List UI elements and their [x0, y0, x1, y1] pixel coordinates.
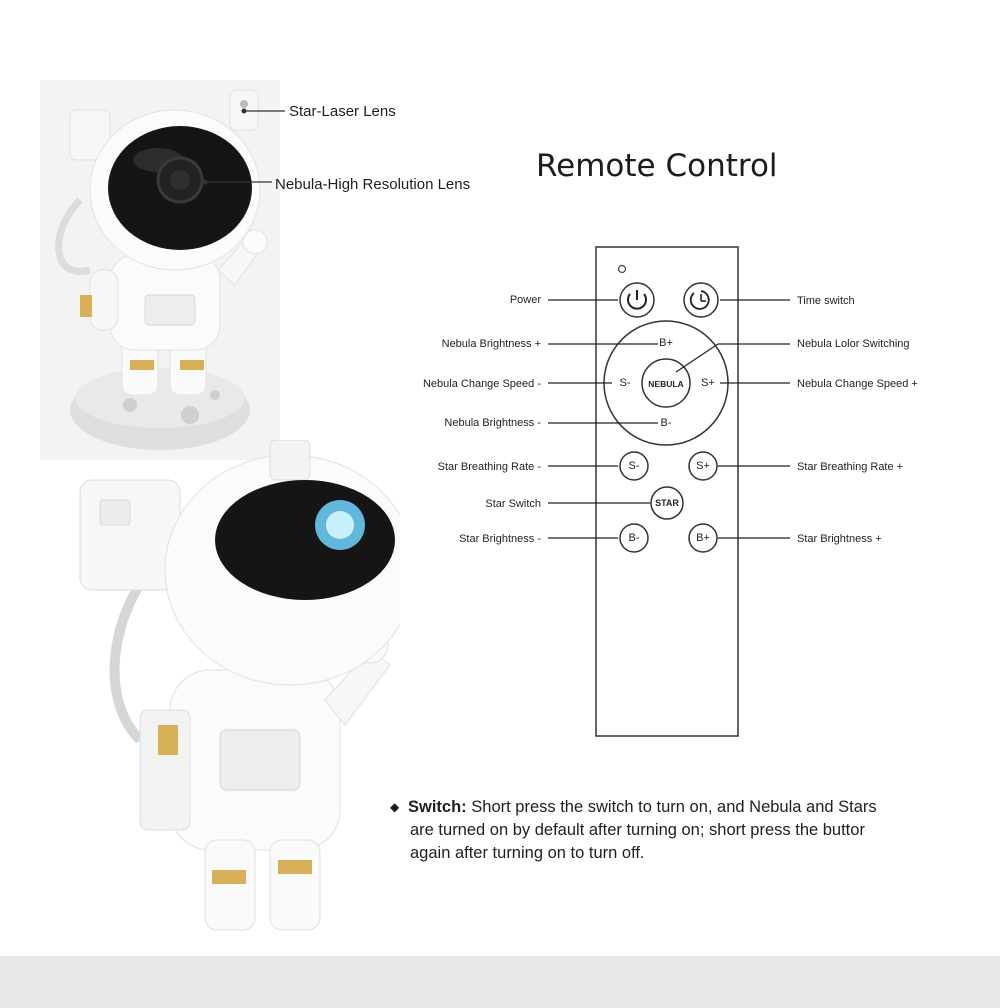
star-switch-button[interactable]: STAR [650, 486, 684, 520]
page-title: Remote Control [536, 148, 778, 184]
nebula-lens-label: Nebula-High Resolution Lens [275, 176, 471, 193]
nebula-button[interactable]: NEBULA [641, 358, 691, 408]
star-breathing-minus-button[interactable]: S- [619, 451, 649, 481]
note-line-2: are turned on by default after turning o… [410, 821, 865, 839]
nebula-color-switching-label: Nebula Lolor Switching [797, 338, 910, 350]
diamond-bullet-icon: ◆ [390, 800, 400, 814]
time-switch-button[interactable] [683, 282, 719, 318]
leader-lines [548, 299, 790, 539]
astronaut-projector-image-top [40, 80, 280, 460]
time-switch-label: Time switch [797, 295, 855, 307]
star-breathing-plus-button[interactable]: S+ [688, 451, 718, 481]
star-breathing-plus-label: S+ [696, 460, 710, 472]
remote-control-diagram: NEBULA B+ B- S- S+ S- S+ STAR B- B+ [423, 246, 918, 737]
star-button-label: STAR [655, 498, 679, 508]
nebula-speed-plus-button[interactable]: S+ [701, 377, 715, 389]
star-breathing-minus-label: Star Breathing Rate - [438, 461, 542, 473]
star-breathing-plus-label: Star Breathing Rate + [797, 461, 903, 473]
star-switch-label: Star Switch [485, 498, 541, 510]
nebula-brightness-plus-button[interactable]: B+ [659, 337, 673, 349]
star-brightness-plus-label: Star Brightness + [797, 533, 882, 545]
nebula-speed-minus-button[interactable]: S- [620, 377, 631, 389]
star-breathing-minus-label: S- [629, 460, 640, 472]
nebula-button-label: NEBULA [648, 379, 683, 389]
star-brightness-plus-label: B+ [696, 532, 710, 544]
note-text-1: Short press the switch to turn on, and N… [471, 798, 877, 816]
star-brightness-minus-label: B- [629, 532, 640, 544]
nebula-speed-minus-label: Nebula Change Speed - [423, 378, 541, 390]
switch-instruction-note: ◆ Switch: Short press the switch to turn … [390, 796, 936, 865]
star-brightness-minus-button[interactable]: B- [619, 523, 649, 553]
timer-icon [689, 290, 710, 310]
note-line-3: again after turning on to turn off. [410, 844, 645, 862]
bottom-bar [0, 956, 1000, 1008]
star-brightness-plus-button[interactable]: B+ [688, 523, 718, 553]
nebula-brightness-minus-button[interactable]: B- [661, 417, 672, 429]
nebula-speed-plus-label: Nebula Change Speed + [797, 378, 918, 390]
power-button[interactable] [619, 282, 655, 318]
star-laser-lens-label: Star-Laser Lens [289, 103, 396, 120]
note-heading: Switch: [408, 798, 467, 816]
star-brightness-minus-label: Star Brightness - [459, 533, 541, 545]
note-line-1: ◆ Switch: Short press the switch to turn … [390, 796, 936, 819]
nebula-brightness-plus-label: Nebula Brightness + [442, 338, 541, 350]
indicator-led [617, 264, 627, 274]
power-icon [627, 293, 647, 310]
astronaut-projector-image-bottom [79, 440, 400, 931]
power-label: Power [510, 294, 542, 306]
nebula-brightness-minus-label: Nebula Brightness - [444, 417, 541, 429]
